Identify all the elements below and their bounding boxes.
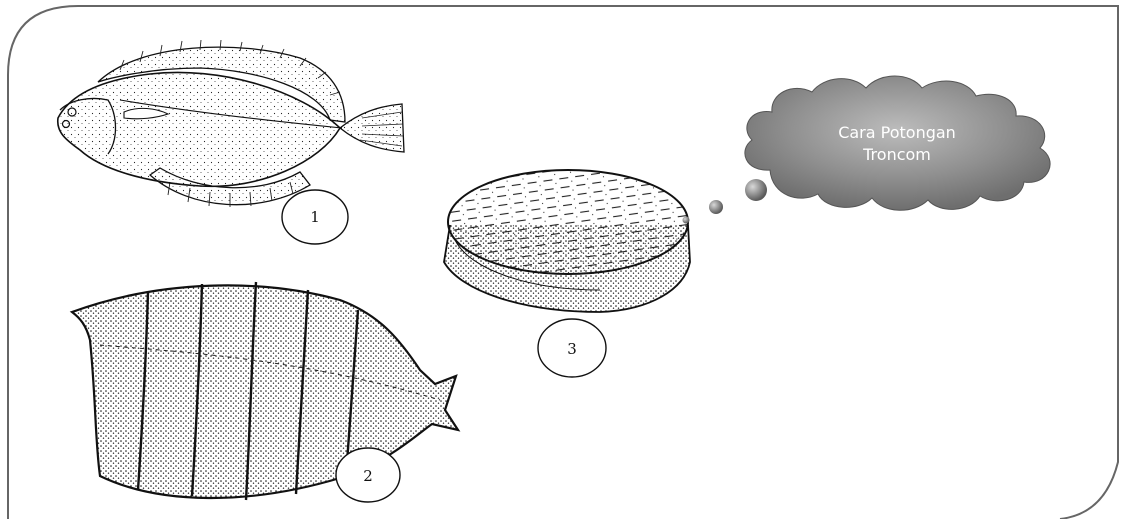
thought-dot-small	[683, 217, 690, 224]
flatfish-whole-figure	[58, 40, 404, 207]
cloud-title-line2: Troncom	[862, 145, 931, 164]
thought-dot-large	[745, 179, 767, 201]
label-3-marker: 3	[538, 319, 606, 377]
label-2-text: 2	[363, 467, 373, 485]
label-2-marker: 2	[336, 448, 400, 502]
fish-steak-figure	[444, 170, 690, 312]
fish-cut-lines-figure	[72, 282, 458, 500]
thought-dot-medium	[709, 200, 723, 214]
label-1-marker: 1	[282, 190, 348, 244]
cloud-title-line1: Cara Potongan	[838, 123, 956, 142]
label-3-text: 3	[567, 340, 577, 358]
label-1-text: 1	[310, 208, 320, 226]
thought-cloud: Cara Potongan Troncom	[745, 76, 1050, 210]
